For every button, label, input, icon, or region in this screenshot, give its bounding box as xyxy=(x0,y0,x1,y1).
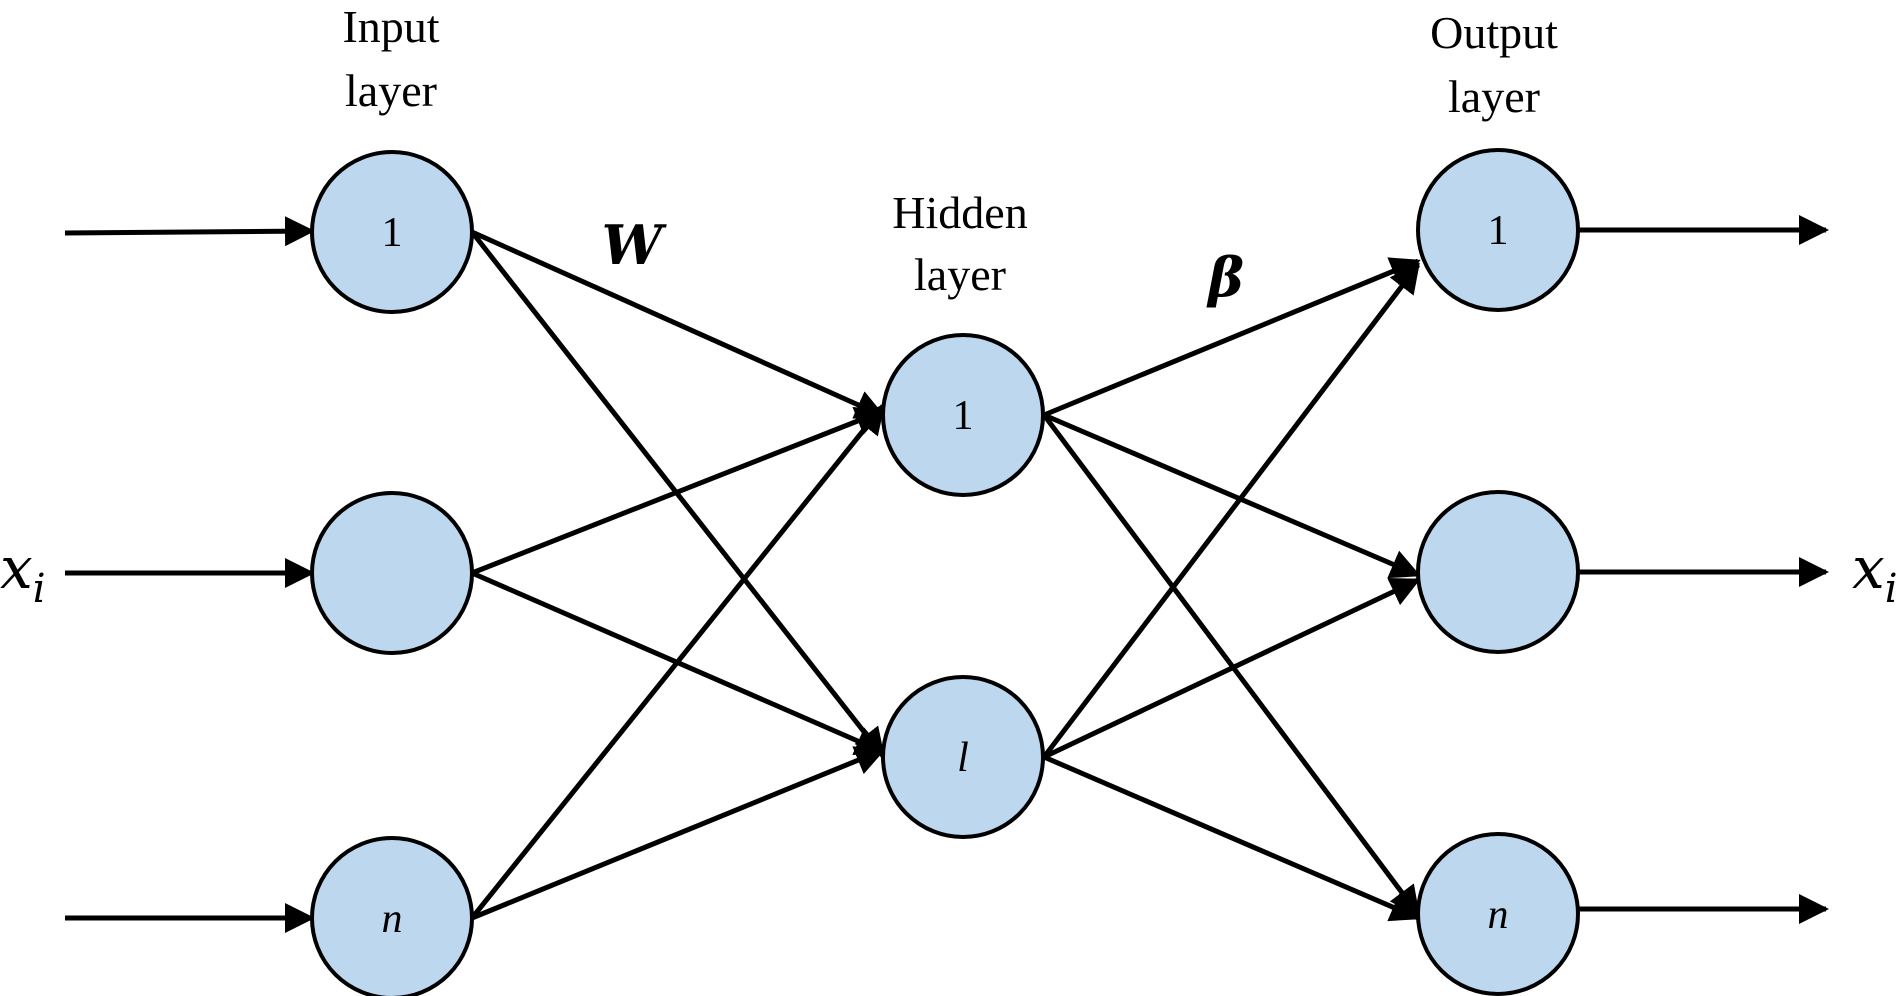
output-node-n xyxy=(1416,832,1580,996)
connections-input-hidden xyxy=(470,229,886,921)
input-node-1 xyxy=(310,150,474,314)
edge-h1-out2 xyxy=(1043,412,1421,579)
output-node-1 xyxy=(1416,148,1580,312)
edge-inn-h1 xyxy=(470,403,885,920)
input-layer-title-line1: Input xyxy=(342,1,439,52)
edge-hl-out1 xyxy=(1042,262,1420,759)
edge-hl-outn xyxy=(1043,754,1421,922)
input-arrow-1 xyxy=(64,216,315,247)
hidden-node-1 xyxy=(881,333,1045,497)
weight-label-w: W xyxy=(602,213,668,277)
input-arrows xyxy=(64,216,315,933)
output-vector-subscript: i xyxy=(1885,566,1898,612)
input-vector-subscript: i xyxy=(33,566,46,612)
output-node-2 xyxy=(1416,490,1580,654)
input-node-2 xyxy=(310,491,474,655)
output-layer-title-line1: Output xyxy=(1430,7,1558,58)
hidden-layer-title-line1: Hidden xyxy=(892,187,1027,238)
output-layer: 1 n xyxy=(1416,148,1580,996)
input-node-n-label: n xyxy=(382,896,403,942)
edge-in2-h1 xyxy=(471,406,886,576)
output-node-n-label: n xyxy=(1488,892,1509,938)
hidden-node-l-label: l xyxy=(957,735,969,781)
hidden-layer-title-line2: layer xyxy=(914,249,1006,300)
input-vector-label: xi xyxy=(0,534,46,612)
hidden-node-1-label: 1 xyxy=(953,393,974,439)
output-node-1-label: 1 xyxy=(1488,208,1509,254)
edge-h1-outn xyxy=(1041,413,1421,917)
weight-label-beta: β xyxy=(1206,245,1244,309)
edge-inn-hl xyxy=(471,746,886,921)
output-vector-label: xi xyxy=(1852,534,1898,612)
input-node-n xyxy=(310,836,474,996)
input-layer: 1 n xyxy=(310,150,474,996)
input-vector-symbol: x xyxy=(0,534,33,602)
connections-hidden-output xyxy=(1041,257,1421,922)
edge-in1-h1 xyxy=(470,229,886,419)
output-layer-title-line2: layer xyxy=(1448,71,1540,122)
edge-hl-out2 xyxy=(1042,577,1421,760)
output-vector-symbol: x xyxy=(1852,534,1885,602)
output-arrows xyxy=(1578,215,1829,924)
input-node-1-label: 1 xyxy=(382,210,403,256)
hidden-layer: 1 l xyxy=(881,333,1045,839)
input-layer-title-line2: layer xyxy=(345,65,437,116)
edge-h1-out1 xyxy=(1043,257,1421,418)
hidden-node-l xyxy=(881,675,1045,839)
